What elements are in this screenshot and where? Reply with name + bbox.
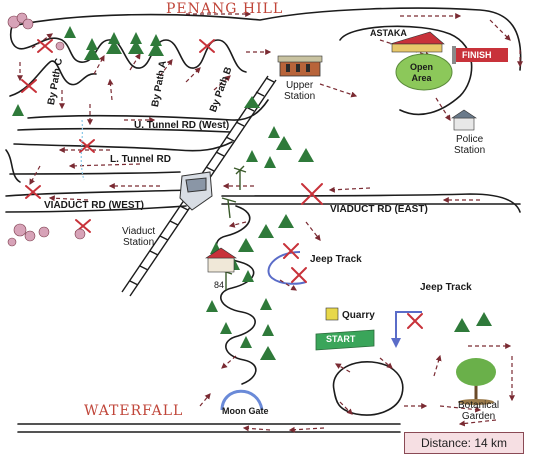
lower-tunnel-road-label: L. Tunnel RD: [110, 154, 171, 165]
jeep-track-label-2: Jeep Track: [420, 282, 472, 293]
waterfall-label: WATERFALL: [84, 403, 184, 419]
moon-gate-arch: [220, 389, 264, 411]
upper-tunnel-road-2: [17, 127, 231, 133]
upper-tunnel-road: [27, 99, 269, 121]
viaduct-station-building: [205, 247, 237, 273]
finish-label: FINISH: [462, 50, 492, 60]
viaduct-station-label-line2: Station: [123, 237, 155, 248]
viaduct-west-road-2: [5, 205, 187, 213]
open-area-shape: [395, 53, 453, 91]
west-spur: [5, 149, 21, 183]
funicular-car: [179, 171, 213, 211]
trees: [12, 26, 492, 360]
map-title: PENANG HILL: [166, 1, 284, 17]
summit-road: [11, 7, 522, 71]
lower-tunnel-road-2: [9, 171, 181, 175]
astaka-pavilion: [389, 31, 445, 53]
police-station-building: [451, 109, 477, 131]
open-area-label: Open Area: [410, 62, 433, 84]
police-station-label-line1: Police: [455, 134, 484, 145]
bypath-inner: [9, 60, 97, 97]
police-station-label: Police Station: [454, 134, 485, 156]
jeep-tracks: [267, 251, 422, 348]
botanical-garden-tree: [456, 358, 496, 405]
moon-gate-label: Moon Gate: [222, 406, 269, 416]
upper-station-building: [277, 55, 323, 77]
distance-box: Distance: 14 km: [404, 432, 524, 454]
bypath-west-loop: [10, 25, 247, 73]
quarry-label: Quarry: [342, 310, 375, 321]
start-banner: [315, 329, 375, 351]
viaduct-west-road-label: VIADUCT RD (WEST): [44, 200, 144, 211]
viaduct-east-road-label: VIADUCT RD (EAST): [330, 204, 428, 215]
police-station-label-line2: Station: [454, 145, 486, 156]
viaduct-west-road: [5, 189, 191, 197]
astaka-label: ASTAKA: [370, 28, 407, 38]
open-area-label-line2: Area: [411, 73, 432, 83]
botanical-garden-label: Botanical Garden: [458, 400, 499, 422]
upper-station-label-line1: Upper: [285, 80, 314, 91]
blossom-trees: [7, 12, 86, 247]
roads: [5, 7, 522, 433]
quarry-sign: [325, 307, 339, 321]
finish-banner: [452, 46, 508, 64]
upper-station-label-line2: Station: [284, 91, 316, 102]
stream: [80, 119, 85, 181]
viaduct-station-label: Viaduct Station: [122, 226, 155, 248]
botanical-garden-label-line1: Botanical: [458, 400, 500, 411]
open-area-label-line1: Open: [410, 62, 434, 72]
upper-station-label: Upper Station: [284, 80, 315, 102]
upper-tunnel-road-label: U. Tunnel RD (West): [134, 120, 230, 131]
spot-height-label: 84: [214, 280, 225, 290]
start-label: START: [326, 334, 356, 344]
botanical-garden-label-line2: Garden: [461, 411, 496, 422]
zigzag-road: [215, 205, 257, 385]
roundabout: [332, 361, 404, 416]
viaduct-station-label-line1: Viaduct: [122, 226, 156, 237]
lower-tunnel-road: [13, 141, 233, 152]
jeep-track-label-1: Jeep Track: [310, 254, 362, 265]
viaduct-east-road: [221, 193, 521, 213]
